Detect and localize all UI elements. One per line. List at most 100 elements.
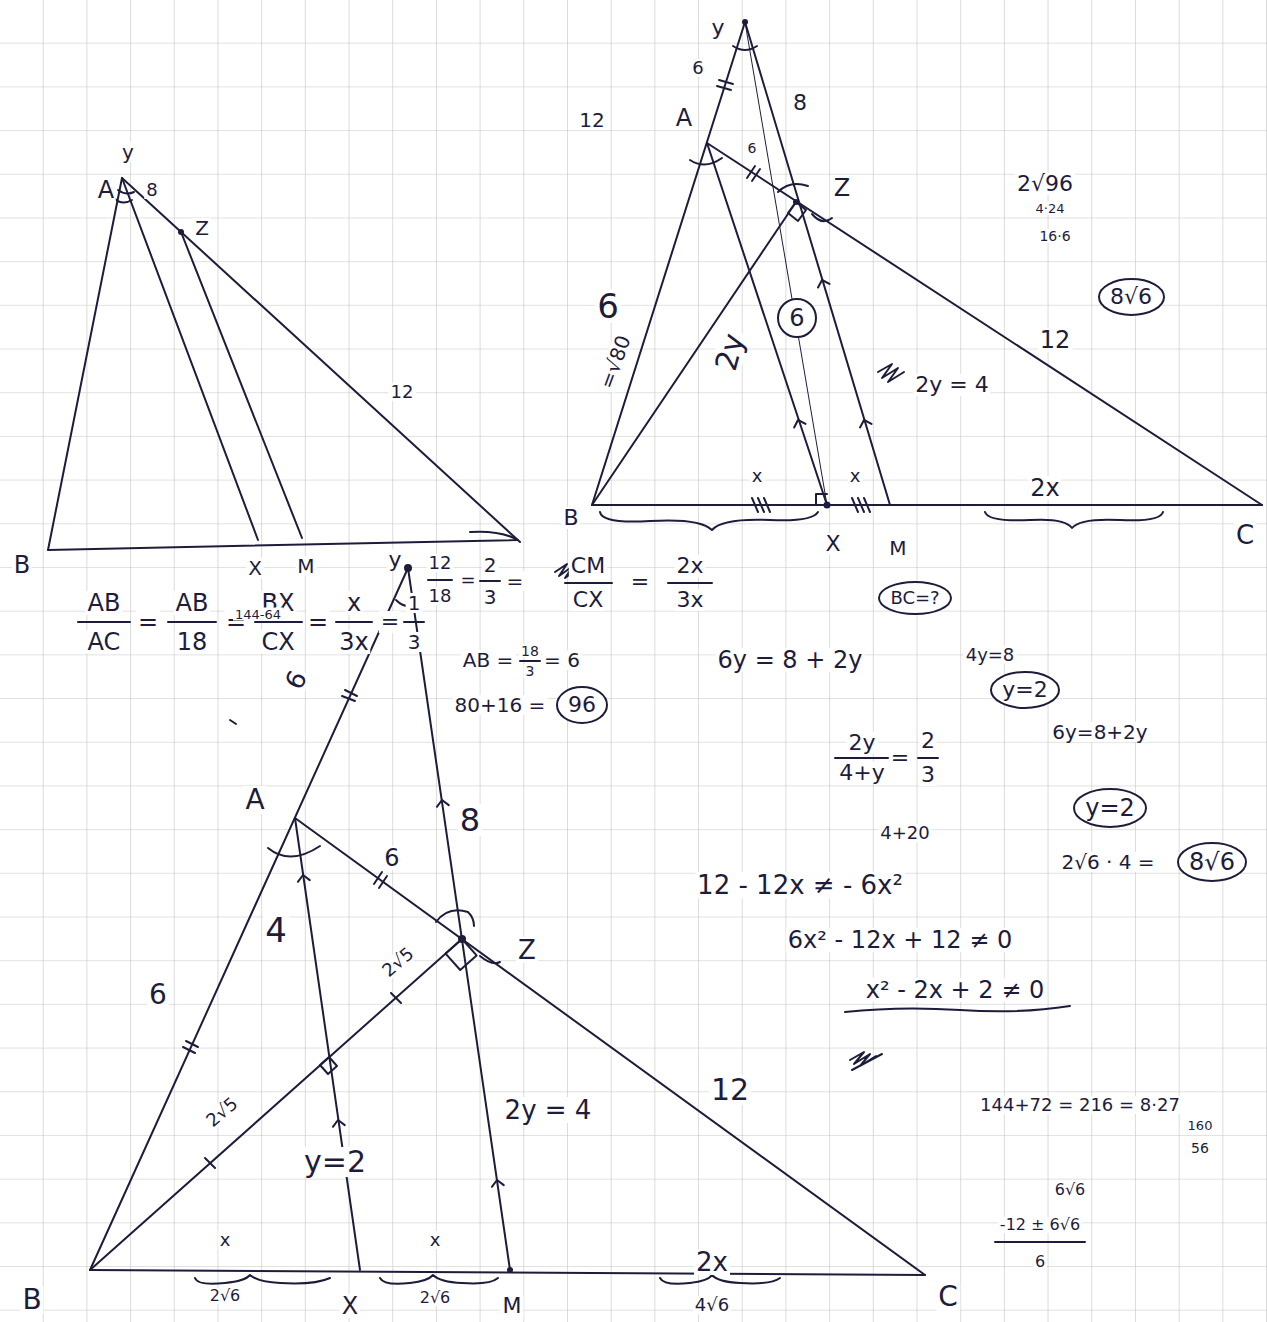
brace (195, 1275, 330, 1284)
side (408, 568, 510, 1270)
math-label: 4 (263, 913, 289, 947)
angle-arc (118, 190, 134, 194)
scribble (850, 1052, 882, 1070)
math-label: 12 (427, 554, 454, 572)
parallel-arrow (858, 418, 871, 427)
math-label: 12 - 12x ≠ - 6x² (695, 872, 905, 898)
math-label: 2√5 (378, 943, 419, 981)
math-label: 8 (144, 181, 159, 199)
thin-line (745, 22, 827, 505)
math-label: 2 (919, 730, 937, 752)
point (458, 935, 466, 943)
tick (342, 690, 357, 701)
scribble (878, 364, 904, 382)
math-label: = 6 (542, 650, 582, 670)
points (178, 19, 831, 1273)
math-label: 3x (337, 630, 370, 654)
base (48, 532, 518, 550)
math-label: 4·24 (1034, 202, 1067, 215)
point (742, 19, 748, 25)
math-label: y (709, 17, 726, 39)
math-label: 6y=8+2y (1050, 722, 1149, 742)
math-label: Z (516, 937, 538, 963)
point (824, 502, 831, 509)
math-label: 2√96 (1015, 173, 1075, 195)
tick (374, 872, 387, 888)
math-label: 6 (690, 59, 705, 77)
circled-text: 6 (776, 306, 818, 330)
math-label: 2√6 (418, 1290, 453, 1306)
math-label: 144-64 (233, 608, 283, 621)
circled-result: y=2 (1072, 787, 1148, 829)
math-label: 6 (280, 665, 313, 695)
point (507, 1267, 513, 1273)
math-label: 2 (482, 555, 499, 575)
right-angle (320, 1057, 337, 1074)
node-text: 8√6 (1097, 277, 1166, 308)
math-label: 3 (482, 587, 499, 607)
math-label: AB = (461, 650, 516, 670)
right-angle (446, 939, 477, 970)
tick (852, 498, 870, 512)
parallel-arrow (816, 278, 829, 287)
node-text: y=2 (1072, 787, 1148, 820)
cevian (90, 939, 462, 1270)
median-line (181, 232, 302, 538)
math-label: B (561, 507, 580, 529)
math-label: AB (86, 591, 123, 615)
point (404, 564, 412, 572)
math-label: x (750, 467, 765, 485)
math-label: 6 (595, 289, 621, 323)
math-label: CX (259, 630, 296, 654)
math-label: 8 (458, 804, 482, 836)
math-label: 3x (674, 589, 705, 611)
bisector (707, 143, 827, 505)
tick (205, 993, 401, 1168)
math-label: 18 (175, 630, 210, 654)
math-label: C (936, 1283, 960, 1311)
circled-result: 96 (555, 685, 609, 725)
parallel-arrow (332, 1119, 345, 1127)
fraction-bar (428, 580, 712, 661)
math-label: Z (832, 176, 852, 200)
brace (600, 512, 818, 530)
math-label: 12 (577, 110, 606, 130)
side (592, 22, 745, 505)
math-label: 1 (406, 593, 423, 613)
angle-arc (114, 198, 132, 203)
angle-arc (436, 910, 474, 926)
math-label: = (306, 610, 330, 634)
math-label: 2x (694, 1249, 730, 1275)
math-label: 6 (382, 846, 401, 870)
math-label: -12 ± 6√6 (998, 1217, 1082, 1233)
math-label: 144+72 = 216 = 8·27 (978, 1096, 1182, 1114)
math-label: M (295, 556, 316, 576)
angle-arc (733, 46, 757, 50)
math-label: = (629, 571, 651, 593)
side (295, 818, 925, 1275)
math-label: M (501, 1295, 524, 1317)
parallel-arrow (792, 418, 805, 427)
brace (380, 1275, 498, 1284)
tick (717, 80, 733, 90)
math-label: = (889, 747, 911, 769)
math-label: X (340, 1294, 360, 1318)
math-label: y (386, 549, 403, 571)
math-label: A (96, 178, 116, 202)
math-label: 56 (1189, 1141, 1211, 1155)
parallel-arrow (436, 799, 449, 807)
circled-text: 96 (555, 694, 609, 716)
math-label: 8 (791, 92, 809, 114)
math-label: 3 (919, 764, 937, 786)
side (707, 143, 1262, 505)
math-label: y (120, 142, 136, 162)
math-label: y=2 (302, 1147, 368, 1177)
math-label: 2y = 4 (913, 374, 990, 396)
side (90, 568, 408, 1270)
math-label: AC (86, 630, 123, 654)
brace (985, 512, 1163, 528)
circled-result: y=2 (989, 670, 1061, 710)
